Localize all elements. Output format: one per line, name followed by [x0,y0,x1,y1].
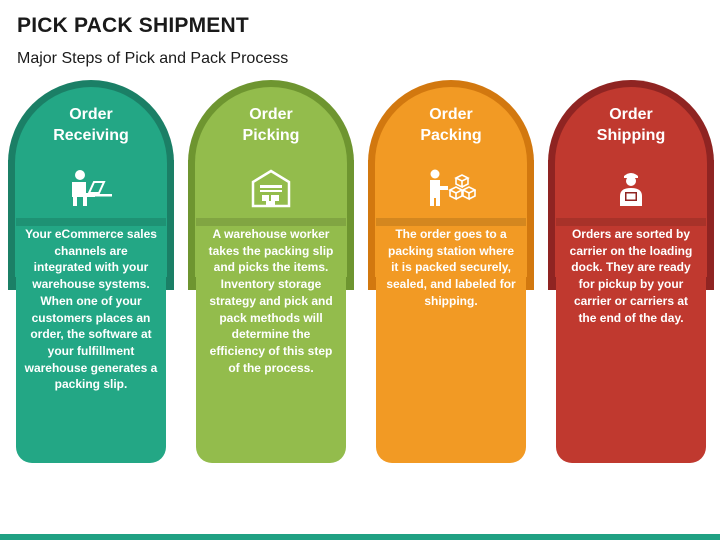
step-card-order-shipping: Order Shipping Orders are sorted by carr… [548,80,714,463]
band-shadow [376,218,526,226]
person-at-laptop-icon [72,170,112,206]
card-body [196,218,346,463]
step-heading-line2: Shipping [596,127,666,144]
step-description: A warehouse worker takes the packing sli… [208,227,334,375]
person-with-boxes-icon [430,169,476,206]
step-heading-line2: Packing [420,127,482,144]
step-heading-line1: Order [249,106,293,123]
step-description: Orders are sorted by carrier on the load… [569,227,693,325]
step-heading-line1: Order [429,106,473,123]
step-card-order-receiving: Order Receiving Your eCommerce sales cha… [8,80,174,463]
step-card-order-packing: Order Packing The order goes to a packin… [368,80,534,463]
band-shadow [196,218,346,226]
delivery-person-icon [620,173,642,206]
step-heading-line2: Picking [242,127,300,144]
step-heading-line1: Order [609,106,653,123]
step-heading: Order Packing [368,104,534,146]
page-title: PICK PACK SHIPMENT [17,14,249,37]
band-shadow [16,218,166,226]
card-body [556,218,706,463]
step-card-order-picking: Order Picking A warehouse worker takes t… [188,80,354,463]
page-subtitle: Major Steps of Pick and Pack Process [17,50,289,67]
step-description: The order goes to a packing station wher… [386,227,516,308]
warehouse-icon [251,169,291,208]
step-heading: Order Receiving [8,104,174,146]
step-heading: Order Shipping [548,104,714,146]
step-heading-line1: Order [69,106,113,123]
step-heading: Order Picking [188,104,354,146]
card-body [376,218,526,463]
step-heading-line2: Receiving [53,127,129,144]
step-description: Your eCommerce sales channels are integr… [24,227,158,392]
card-body [16,218,166,463]
band-shadow [556,218,706,226]
bottom-accent-bar [0,534,720,540]
